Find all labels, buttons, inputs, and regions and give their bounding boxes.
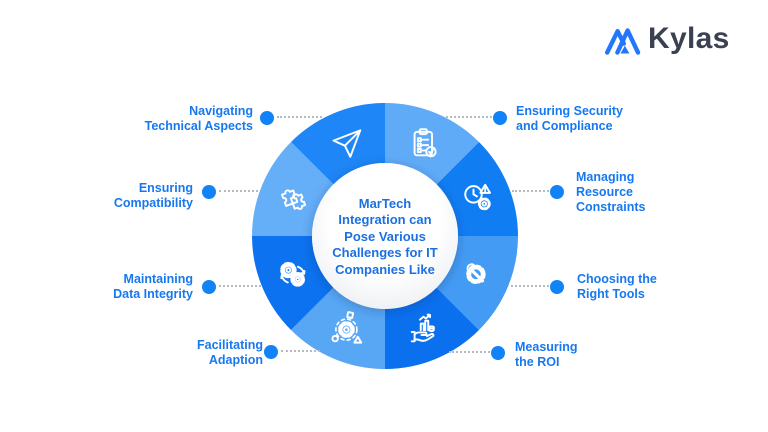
connector-dot-choosing-tools bbox=[550, 280, 564, 294]
challenges-wheel bbox=[252, 103, 518, 369]
kylas-logo: Kylas bbox=[604, 22, 730, 56]
gear-wrench-icon bbox=[466, 263, 486, 285]
hand-growth-chart-icon bbox=[410, 313, 435, 343]
paper-plane-icon bbox=[332, 129, 362, 158]
connector-dot-ensuring-compatibility bbox=[202, 185, 216, 199]
connector-dot-managing-resource bbox=[550, 185, 564, 199]
wheel-segment-choosing-tools bbox=[436, 236, 518, 330]
connector-line-measuring-roi bbox=[449, 351, 490, 353]
clipboard-checklist-icon bbox=[413, 128, 437, 158]
label-ensuring-security-and-compliance: Ensuring Security and Compliance bbox=[516, 104, 623, 133]
wheel-segment-managing-resource bbox=[436, 142, 518, 236]
wheel-segment-navigating-technical bbox=[291, 103, 385, 185]
connector-line-managing-resource bbox=[512, 190, 549, 192]
clock-alert-gear-icon bbox=[464, 183, 491, 211]
connector-dot-navigating-technical bbox=[260, 111, 274, 125]
connector-line-facilitating-adaption bbox=[281, 350, 320, 352]
adaption-gear-shapes-icon bbox=[331, 311, 363, 344]
wheel-segment-ensuring-compatibility bbox=[252, 142, 334, 236]
connector-line-ensuring-compatibility bbox=[219, 190, 258, 192]
label-measuring-the-roi: Measuring the ROI bbox=[515, 340, 578, 369]
connector-dot-ensuring-security bbox=[493, 111, 507, 125]
connector-line-choosing-tools bbox=[511, 285, 549, 287]
connector-dot-maintaining-data-integrity bbox=[202, 280, 216, 294]
wheel-segment-facilitating-adaption bbox=[291, 287, 385, 369]
connector-dot-facilitating-adaption bbox=[264, 345, 278, 359]
puzzle-pieces-icon bbox=[281, 189, 307, 210]
label-facilitating-adaption: Facilitating Adaption bbox=[197, 338, 263, 367]
label-managing-resource-constraints: Managing Resource Constraints bbox=[576, 170, 646, 214]
kylas-mountain-icon bbox=[605, 27, 641, 55]
connector-line-maintaining-data-integrity bbox=[219, 285, 261, 287]
center-circle bbox=[312, 163, 458, 309]
connector-dot-measuring-roi bbox=[491, 346, 505, 360]
center-title: MarTech Integration can Pose Various Cha… bbox=[332, 196, 438, 277]
label-navigating-technical-aspects: Navigating Technical Aspects bbox=[144, 104, 253, 133]
connector-line-navigating-technical bbox=[277, 116, 322, 118]
label-ensuring-compatibility: Ensuring Compatibility bbox=[113, 181, 193, 210]
sync-gears-icon bbox=[280, 261, 306, 287]
kylas-logo-text: Kylas bbox=[648, 22, 730, 55]
label-choosing-the-right-tools: Choosing the Right Tools bbox=[577, 272, 657, 301]
label-maintaining-data-integrity: Maintaining Data Integrity bbox=[113, 272, 193, 301]
connector-line-ensuring-security bbox=[446, 116, 492, 118]
